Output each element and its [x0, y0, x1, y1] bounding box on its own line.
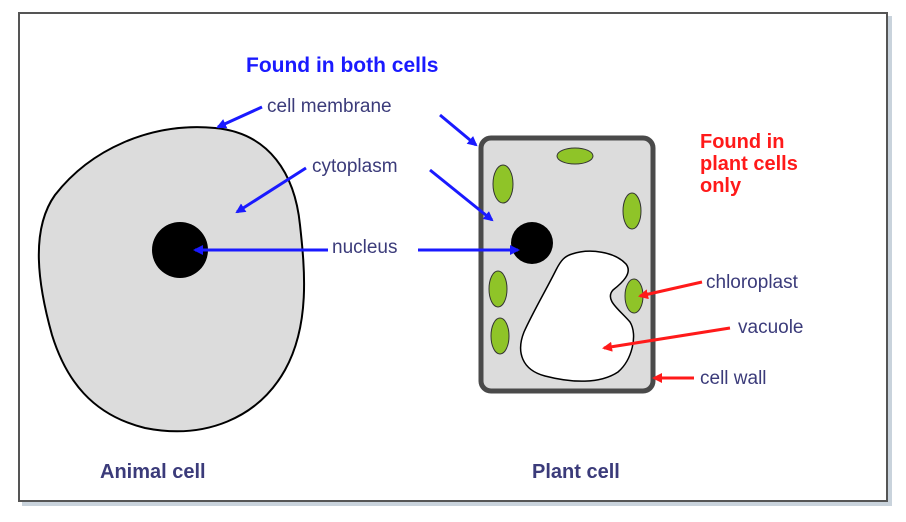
label-cytoplasm: cytoplasm [312, 156, 398, 177]
heading-plant-only-line3: only [700, 175, 742, 197]
label-animal-cell: Animal cell [100, 461, 206, 483]
heading-plant-only-line2: plant cells [700, 153, 798, 175]
heading-plant-only-line1: Found in [700, 131, 785, 153]
heading-plant-only: Found in plant cells only [700, 131, 840, 197]
arrow-vacuole [602, 326, 731, 352]
label-plant-cell: Plant cell [532, 461, 620, 483]
arrow-membrane-plant [439, 113, 478, 147]
label-cell-wall: cell wall [700, 368, 767, 389]
chloroplast-4 [488, 270, 508, 308]
arrow-cytoplasm-animal [235, 166, 307, 214]
arrow-cytoplasm-plant [429, 168, 494, 222]
chloroplast-6 [490, 317, 510, 355]
arrow-membrane-animal [216, 105, 263, 129]
label-cell-membrane: cell membrane [267, 96, 392, 117]
label-chloroplast: chloroplast [706, 272, 798, 293]
animal-cell-membrane [37, 126, 306, 433]
chloroplast-2 [492, 164, 514, 204]
animal-nucleus [152, 222, 208, 278]
arrow-chloroplast [638, 280, 703, 300]
chloroplast-3 [622, 192, 642, 230]
heading-found-in-both: Found in both cells [246, 54, 439, 77]
label-nucleus: nucleus [332, 237, 398, 258]
plant-nucleus [511, 222, 553, 264]
label-vacuole: vacuole [738, 317, 804, 338]
chloroplast-1 [556, 147, 594, 165]
